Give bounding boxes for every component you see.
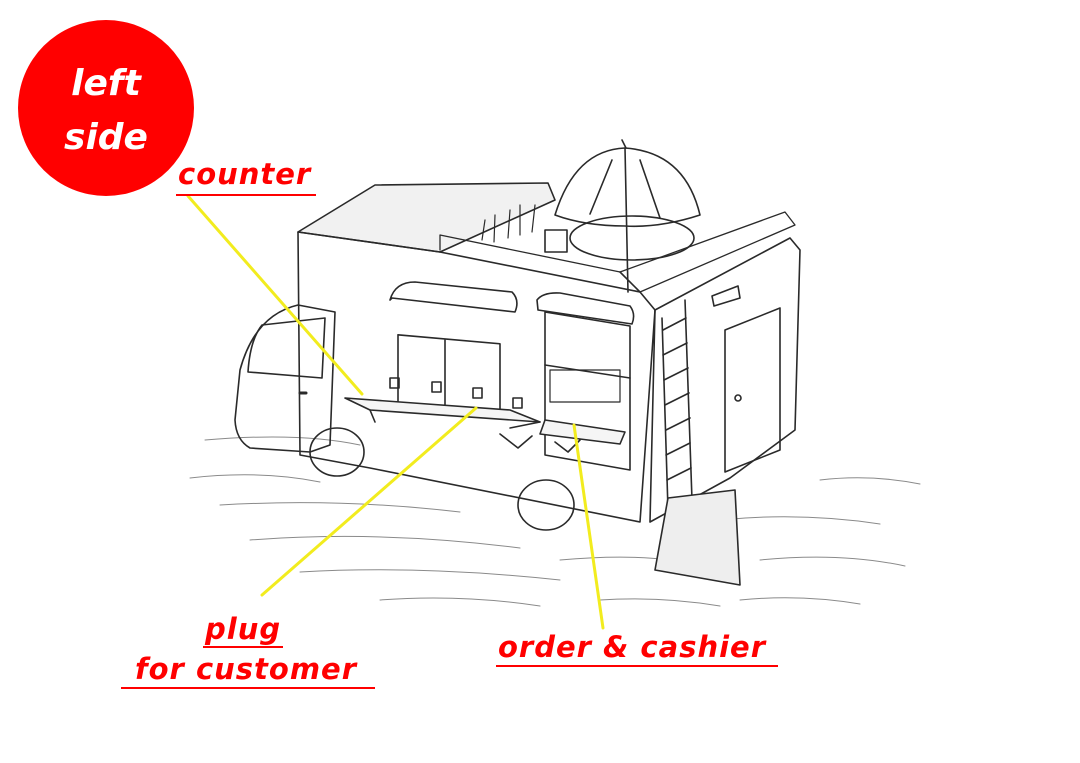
a-frame-sign (654, 489, 741, 586)
counter-leader (186, 194, 364, 396)
order-cashier-label: order & cashier (498, 630, 767, 664)
plug-label: plug (205, 612, 282, 646)
counter-label: counter (178, 157, 312, 191)
truck-left-side (297, 231, 656, 523)
window-awning-right (536, 292, 635, 325)
counter-underline (176, 194, 316, 196)
order-leader (572, 423, 605, 630)
menu-boxes (549, 369, 621, 403)
plug-sublabel: for customer (135, 652, 358, 686)
ground-lines (189, 436, 921, 607)
plug-underline (203, 646, 283, 648)
plug-sub-underline (121, 687, 375, 689)
truck-roof (297, 182, 556, 253)
rear-ladder (661, 299, 693, 511)
side-badge: left side (18, 20, 194, 196)
front-wheel (309, 427, 365, 477)
truck-cab (234, 304, 336, 453)
rear-door (724, 307, 781, 473)
umbrella (554, 147, 701, 228)
badge-text-line1: left (71, 63, 141, 104)
roof-rail (439, 211, 796, 293)
cab-window (247, 317, 326, 379)
rear-wheel (517, 479, 575, 531)
window-awning-left (389, 281, 518, 313)
plug-leader (260, 406, 478, 597)
badge-text-line2: side (64, 117, 148, 158)
truck-rear-face (649, 237, 801, 523)
order-shelf (539, 419, 626, 445)
order-cashier-underline (496, 665, 778, 667)
window-frame-left (397, 334, 501, 415)
